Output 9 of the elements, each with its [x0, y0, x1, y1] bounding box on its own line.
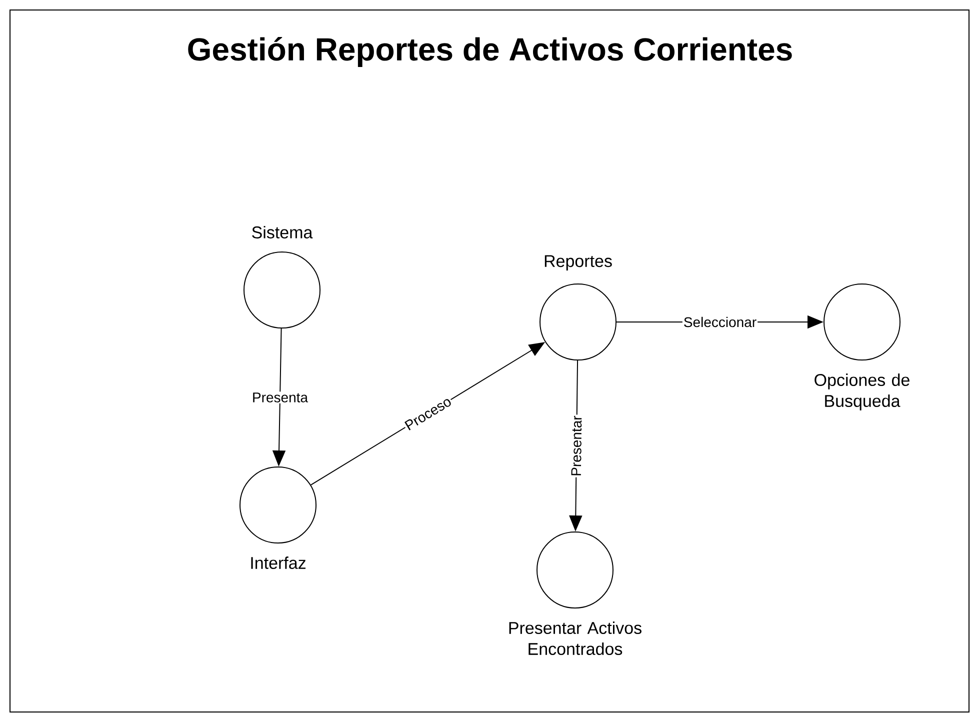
- node-label: Reportes: [544, 255, 612, 270]
- edge-label: Presentar: [570, 414, 583, 478]
- node-label: Presentar Activos Encontrados: [509, 622, 642, 656]
- node-label: Opciones de Busqueda: [814, 374, 910, 410]
- node-label: Sistema: [252, 226, 313, 238]
- edge-label: Presenta: [250, 392, 310, 404]
- edge-label: Seleccionar: [682, 316, 758, 328]
- title: Gestión Reportes de Activos Corrientes: [188, 36, 792, 68]
- node-label: Interfaz: [251, 556, 306, 569]
